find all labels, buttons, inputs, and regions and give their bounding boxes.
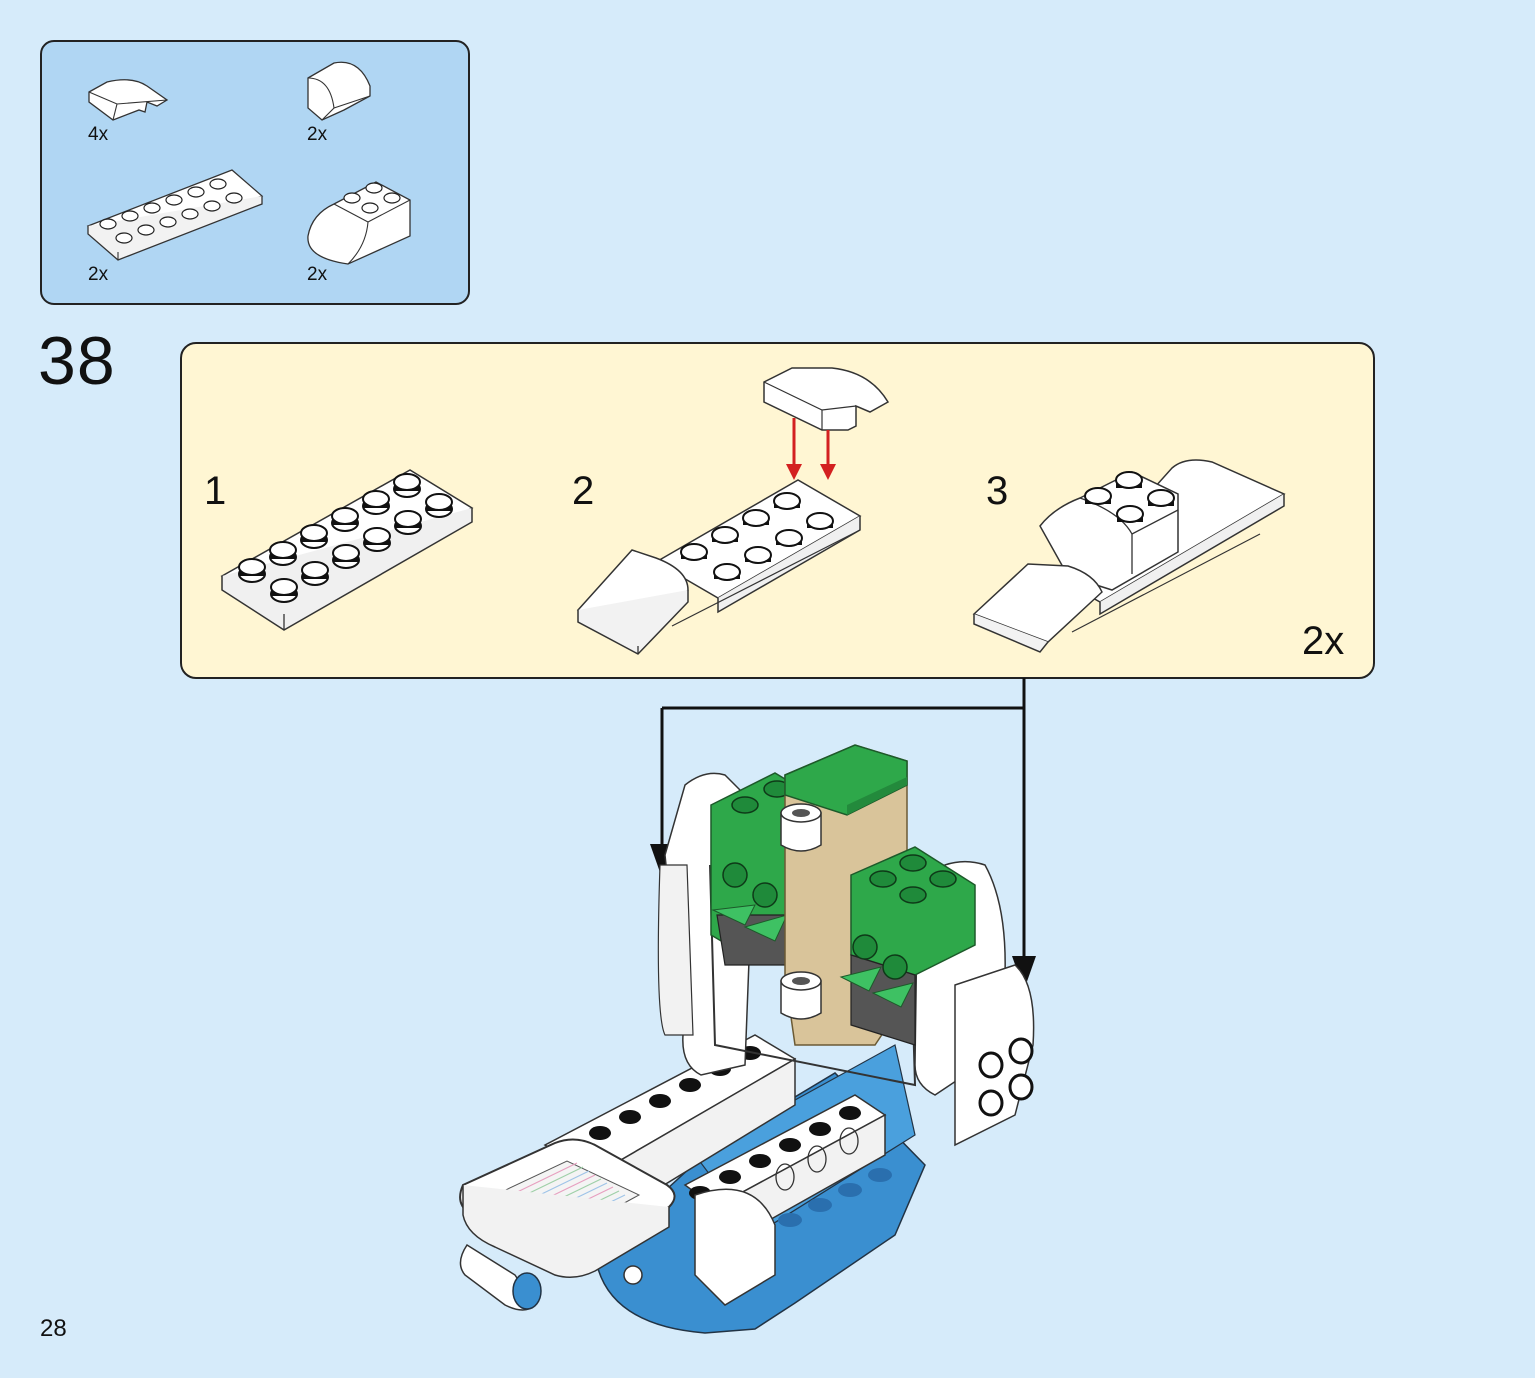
curved-slope-1x1-icon bbox=[307, 61, 371, 121]
substep-number: 3 bbox=[986, 469, 1009, 513]
completed-subassembly-icon bbox=[972, 459, 1286, 653]
page-number: 28 bbox=[40, 1315, 67, 1342]
parts-list-panel: 4x 2x 2x 2x bbox=[40, 40, 470, 305]
part-quantity: 2x bbox=[307, 124, 328, 145]
part-quantity: 2x bbox=[88, 264, 109, 285]
step-number: 38 bbox=[38, 323, 116, 399]
curved-slope-1x2-icon bbox=[88, 79, 169, 121]
robot-base-model-icon bbox=[459, 744, 1035, 1334]
substep-number: 2 bbox=[572, 469, 595, 513]
curved-brick-2x2-icon bbox=[307, 181, 411, 265]
placement-arrows-icon bbox=[650, 678, 1036, 990]
part-quantity: 4x bbox=[88, 124, 109, 145]
arrow-down-icon bbox=[786, 418, 836, 480]
plate-with-slope-icon bbox=[576, 479, 862, 655]
part-quantity: 2x bbox=[307, 264, 328, 285]
plate-2x6-icon bbox=[86, 169, 264, 261]
plate-2x6-icon bbox=[220, 469, 474, 631]
assembly-multiplier: 2x bbox=[1302, 619, 1345, 663]
substep-number: 1 bbox=[204, 469, 227, 513]
curved-slope-1x2-icon bbox=[763, 367, 890, 431]
subassembly-panel: 1 2 3 2x bbox=[180, 342, 1375, 679]
